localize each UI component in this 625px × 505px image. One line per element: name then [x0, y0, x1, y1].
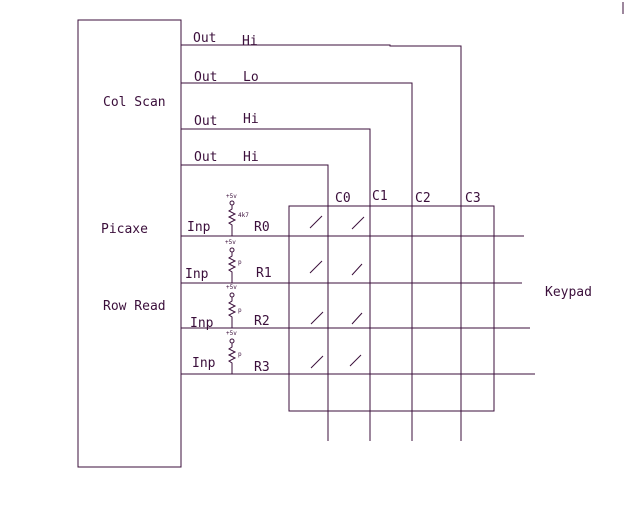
- keypad-label: Keypad: [545, 285, 592, 300]
- supply-terminal-2: [229, 292, 235, 298]
- out-level-label-3: Hi: [243, 150, 259, 165]
- supply-terminal-1: [229, 247, 235, 253]
- pullup-resistor-1: +5v p: [225, 239, 242, 283]
- column-label-c2: C2: [415, 191, 431, 206]
- resistor-value-2: p: [238, 307, 242, 314]
- resistor-zigzag-2: [227, 297, 237, 328]
- resistor-zigzag-1: [227, 252, 237, 283]
- resistor-zigzag-3: [227, 343, 237, 374]
- resistor-value-0: 4k7: [238, 212, 249, 219]
- supply-label-1: +5v: [225, 239, 236, 246]
- out-level-label-1: Lo: [243, 70, 259, 85]
- output-wire-c3: [181, 44, 462, 441]
- key-switch-r1c0: [309, 260, 323, 274]
- output-wires: [181, 44, 462, 441]
- row-wires: [181, 235, 535, 375]
- key-switch-r3c1: [349, 354, 362, 367]
- supply-terminal-3: [229, 338, 235, 344]
- supply-label-0: +5v: [226, 193, 237, 200]
- column-label-c1: C1: [372, 189, 388, 204]
- picaxe-block: [77, 19, 182, 468]
- out-dir-label-3: Out: [194, 150, 217, 165]
- out-level-label-2: Hi: [243, 112, 259, 127]
- key-switch-r0c1: [351, 216, 365, 230]
- row-read-label: Row Read: [103, 299, 166, 314]
- keypad-frame: [288, 205, 495, 412]
- resistor-zigzag-0: [227, 205, 237, 236]
- supply-label-3: +5v: [226, 330, 237, 337]
- key-switch-r2c0: [310, 311, 324, 325]
- pullup-resistor-2: +5v p: [226, 284, 242, 328]
- key-switches: [309, 215, 365, 369]
- picaxe-label: Picaxe: [101, 222, 148, 237]
- key-switch-r0c0: [309, 215, 323, 229]
- out-dir-label-1: Out: [194, 70, 217, 85]
- inp-label-3: Inp: [192, 356, 216, 371]
- pullup-resistor-0: +5v 4k7: [226, 193, 249, 236]
- pullup-resistor-3: +5v p: [226, 330, 242, 374]
- row-label-r2: R2: [254, 314, 270, 329]
- column-label-c3: C3: [465, 191, 481, 206]
- key-switch-r2c1: [351, 312, 363, 325]
- output-wire-c0: [181, 164, 329, 441]
- inp-label-1: Inp: [185, 267, 209, 282]
- row-label-r0: R0: [254, 220, 270, 235]
- col-scan-label: Col Scan: [103, 95, 166, 110]
- output-wire-c1: [181, 128, 371, 441]
- out-level-label-0: Hi: [242, 34, 258, 49]
- key-switch-r3c0: [310, 355, 324, 369]
- row-label-r3: R3: [254, 360, 270, 375]
- inp-label-2: Inp: [190, 316, 214, 331]
- output-wire-c2: [181, 82, 413, 441]
- inp-label-0: Inp: [187, 220, 211, 235]
- out-dir-label-2: Out: [194, 114, 217, 129]
- resistor-value-3: p: [238, 351, 242, 358]
- supply-label-2: +5v: [226, 284, 237, 291]
- row-label-r1: R1: [256, 266, 272, 281]
- out-dir-label-0: Out: [193, 31, 216, 46]
- supply-terminal-0: [229, 200, 235, 206]
- resistor-value-1: p: [238, 259, 242, 266]
- key-switch-r1c1: [351, 263, 363, 276]
- column-label-c0: C0: [335, 191, 351, 206]
